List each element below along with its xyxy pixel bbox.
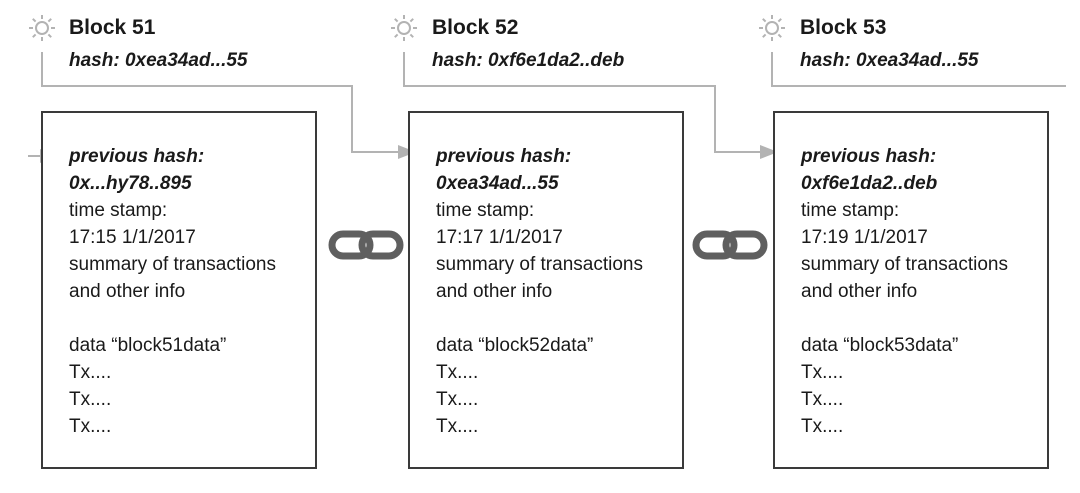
previous-hash-label: previous hash: (69, 146, 205, 167)
block-title: Block 52 (432, 16, 519, 39)
tx-line: Tx.... (801, 362, 844, 383)
previous-hash-label: previous hash: (436, 146, 572, 167)
tx-line: Tx.... (436, 362, 479, 383)
block-content: previous hash: 0x...hy78..895 time stamp… (69, 143, 276, 440)
arrowhead-52 (398, 145, 416, 159)
tx-line: Tx.... (69, 416, 112, 437)
block-content: previous hash: 0xf6e1da2..deb time stamp… (801, 143, 1008, 440)
block-hash: hash: 0xf6e1da2..deb (432, 50, 625, 71)
summary-line: and other info (436, 281, 553, 302)
block-title: Block 53 (800, 16, 887, 39)
sun-icon (391, 15, 417, 41)
timestamp-label: time stamp: (69, 200, 168, 221)
tx-line: Tx.... (69, 362, 112, 383)
summary-line: summary of transactions (436, 254, 643, 275)
timestamp-value: 17:15 1/1/2017 (69, 227, 196, 248)
block-box: previous hash: 0x...hy78..895 time stamp… (41, 111, 317, 469)
timestamp-value: 17:17 1/1/2017 (436, 227, 563, 248)
summary-line: and other info (69, 281, 186, 302)
summary-line: summary of transactions (69, 254, 276, 275)
arrowhead-53 (760, 145, 778, 159)
block-title: Block 51 (69, 16, 156, 39)
data-label: data “block52data” (436, 335, 594, 356)
tx-line: Tx.... (801, 389, 844, 410)
previous-hash-label: previous hash: (801, 146, 937, 167)
connector-line-53-next (771, 52, 1066, 87)
timestamp-label: time stamp: (436, 200, 535, 221)
summary-line: summary of transactions (801, 254, 1008, 275)
connector-line-52-53 (403, 52, 762, 153)
tx-line: Tx.... (69, 389, 112, 410)
previous-hash-value: 0x...hy78..895 (69, 173, 192, 194)
chain-link-icon (328, 230, 404, 260)
connector-line-51-52 (41, 52, 400, 153)
summary-line: and other info (801, 281, 918, 302)
previous-hash-value: 0xea34ad...55 (436, 173, 559, 194)
tx-line: Tx.... (436, 389, 479, 410)
block-hash: hash: 0xea34ad...55 (69, 50, 248, 71)
timestamp-value: 17:19 1/1/2017 (801, 227, 928, 248)
tx-line: Tx.... (436, 416, 479, 437)
block-box: previous hash: 0xf6e1da2..deb time stamp… (773, 111, 1049, 469)
block-content: previous hash: 0xea34ad...55 time stamp:… (436, 143, 643, 440)
data-label: data “block53data” (801, 335, 959, 356)
sun-icon (29, 15, 55, 41)
timestamp-label: time stamp: (801, 200, 900, 221)
sun-icon (759, 15, 785, 41)
tx-line: Tx.... (801, 416, 844, 437)
block-hash: hash: 0xea34ad...55 (800, 50, 979, 71)
previous-hash-value: 0xf6e1da2..deb (801, 173, 938, 194)
block-box: previous hash: 0xea34ad...55 time stamp:… (408, 111, 684, 469)
data-label: data “block51data” (69, 335, 227, 356)
chain-link-icon (692, 230, 768, 260)
